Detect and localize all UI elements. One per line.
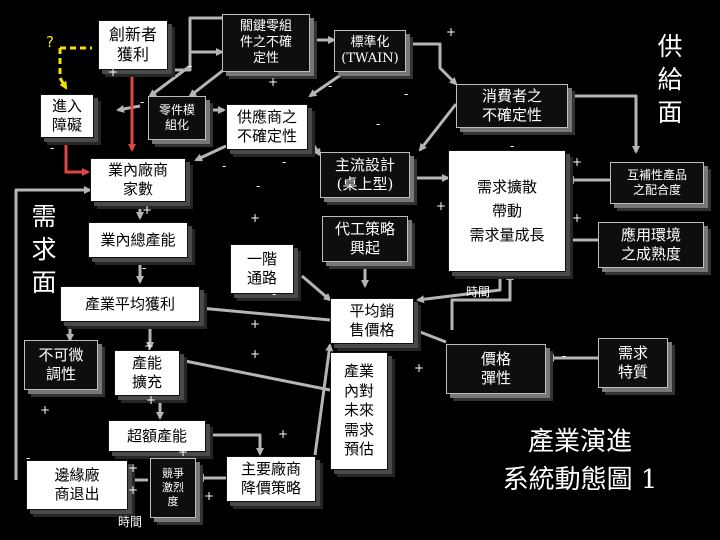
link-innovator-to-key	[168, 48, 224, 72]
link-supplier-to-dominant	[308, 139, 322, 157]
polarity-plus: +	[178, 445, 189, 459]
polarity-plus: +	[572, 211, 583, 225]
polarity-minus: -	[408, 295, 413, 309]
node-app-env-maturity: 應用環境 之成熟度	[598, 222, 704, 268]
polarity-minus: -	[140, 95, 145, 109]
node-complementary-fit: 互補性產品 之配合度	[610, 162, 704, 204]
polarity-minus: -	[510, 139, 515, 153]
polarity-plus: +	[144, 339, 155, 353]
polarity-minus: -	[282, 155, 287, 169]
node-component-modularization: 零件模 組化	[148, 96, 206, 140]
polarity-minus: -	[404, 87, 409, 101]
polarity-minus: -	[328, 79, 333, 93]
link-future-to-capacity	[178, 357, 331, 392]
link-tier1-to-avgprice	[301, 274, 332, 302]
node-capacity-expansion: 產能 擴充	[114, 350, 180, 396]
node-oem-strategy: 代工策略 興起	[322, 216, 408, 262]
node-demand-characteristics: 需求 特質	[598, 338, 668, 388]
link-avgprice-to-elastic	[414, 328, 447, 344]
node-consumer-uncertainty: 消費者之 不確定性	[456, 84, 568, 128]
polarity-plus: +	[268, 75, 279, 89]
polarity-minus: -	[376, 117, 381, 131]
node-innovator-profit: 創新者 獲利	[98, 20, 168, 70]
link-supplier-to-num	[194, 144, 227, 162]
link-standard-to-consumer	[405, 42, 458, 86]
node-supplier-uncertainty: 供應商之 不確定性	[226, 104, 308, 150]
node-competition-intensity: 競爭 激烈 度	[150, 458, 196, 518]
polarity-plus: +	[446, 25, 457, 39]
node-key-components: 關鍵零組 件之不確 定性	[222, 14, 310, 72]
link-entry-to-num-red	[64, 140, 90, 176]
node-marginal-exit: 邊緣廠 商退出	[26, 460, 128, 510]
node-not-adjusted: 不可微 調性	[24, 340, 98, 390]
polarity-plus: +	[204, 489, 215, 503]
node-num-firms: 業內廠商 家數	[90, 158, 186, 202]
link-excess-to-pricecut	[206, 433, 264, 456]
question-mark: ?	[46, 33, 54, 51]
polarity-plus: +	[128, 461, 139, 475]
link-question-loop-yellow	[58, 46, 92, 88]
polarity-minus: -	[562, 349, 567, 363]
polarity-plus: +	[250, 211, 261, 225]
polarity-minus: -	[26, 451, 31, 465]
node-tier1-channel: 一階 通路	[230, 244, 294, 294]
polarity-plus: +	[128, 483, 139, 497]
link-exit-to-num	[14, 186, 92, 480]
node-price-elasticity: 價格 彈性	[446, 344, 546, 394]
node-total-capacity: 業內總產能	[88, 222, 188, 258]
polarity-minus: -	[222, 159, 227, 173]
polarity-plus: +	[40, 403, 51, 417]
polarity-plus: +	[278, 427, 289, 441]
time-label: 時間	[118, 515, 143, 529]
polarity-minus: -	[142, 261, 147, 275]
polarity-minus: -	[188, 59, 193, 73]
time-label: 時間	[466, 285, 491, 299]
demand-side-title: 需 求 面	[31, 202, 57, 297]
node-major-price-cut: 主要廠商 降價策略	[226, 456, 316, 502]
polarity-plus: +	[250, 317, 261, 331]
link-standard-to-supplier	[308, 70, 346, 98]
link-avgprice-to-profit	[198, 304, 331, 322]
node-demand-diffusion: 需求擴散 帶動 需求量成長	[448, 150, 566, 272]
link-demand-to-avgprice	[416, 272, 502, 304]
supply-side-title: 供 給 面	[657, 32, 683, 127]
node-excess-capacity: 超額產能	[108, 420, 206, 452]
polarity-minus: -	[50, 141, 55, 155]
link-consumer-to-comp	[570, 94, 640, 154]
polarity-plus: +	[142, 203, 153, 217]
polarity-plus: +	[108, 65, 119, 79]
link-pricecut-to-avgprice	[313, 343, 334, 456]
diagram-title: 產業演進 系統動態圖 1	[502, 427, 658, 495]
polarity-plus: +	[250, 347, 261, 361]
node-dominant-design: 主流設計 (桌上型)	[320, 152, 410, 198]
node-standardization: 標準化 (TWAIN)	[334, 30, 406, 72]
node-avg-price: 平均銷 售價格	[330, 298, 414, 344]
polarity-plus: +	[146, 393, 157, 407]
node-industry-avg-profit: 產業平均獲利	[60, 286, 200, 322]
polarity-plus: +	[436, 199, 447, 213]
polarity-plus: +	[572, 155, 583, 169]
node-future-demand: 產業 內對 未來 需求 預估	[330, 352, 388, 470]
link-entry-to-modular	[116, 104, 141, 113]
polarity-plus: +	[414, 361, 425, 375]
link-elastic-to-demand	[450, 272, 514, 330]
link-consumer-to-dominant	[418, 103, 458, 152]
polarity-minus: -	[256, 179, 261, 193]
polarity-minus: -	[272, 287, 277, 301]
node-entry-barrier: 進入 障礙	[40, 94, 94, 138]
